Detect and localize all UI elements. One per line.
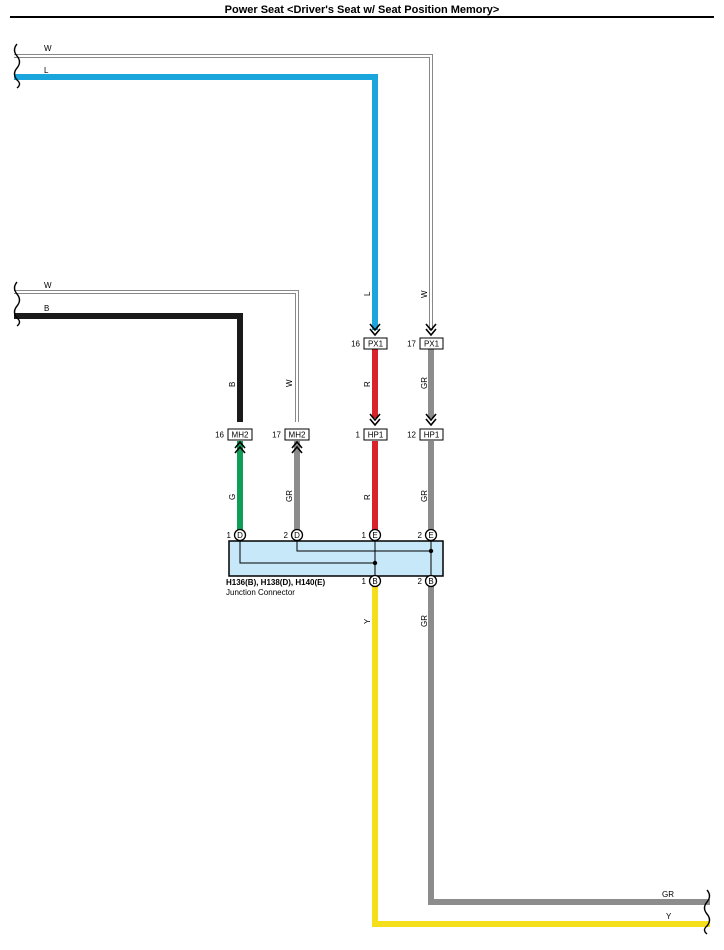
connector-name: PX1 xyxy=(424,340,440,349)
page-title: Power Seat <Driver's Seat w/ Seat Positi… xyxy=(224,4,500,16)
terminal-letter: D xyxy=(237,531,243,540)
label-top-l: L xyxy=(44,66,49,75)
wire-top-w xyxy=(14,54,433,330)
terminal-pin: 2 xyxy=(418,531,423,540)
junction-dot-2 xyxy=(428,548,434,554)
wire-top-l xyxy=(14,74,378,330)
arrow-marks-mh2 xyxy=(234,440,303,454)
label-bottom-y: Y xyxy=(666,912,672,921)
title-rule xyxy=(10,16,714,18)
arrow-px1-17b xyxy=(425,328,437,337)
terminal-pin: 2 xyxy=(284,531,289,540)
terminal-letter: E xyxy=(428,531,433,540)
terminal-2-d: D 2 xyxy=(284,528,304,542)
label-mh2-16-above: B xyxy=(228,382,237,387)
terminal-pin: 1 xyxy=(227,531,232,540)
connector-px1-17: PX1 17 xyxy=(407,337,444,350)
label-l-vertical: L xyxy=(363,291,372,296)
junction-dot-1 xyxy=(372,560,378,566)
arrow-px1-17 xyxy=(425,323,437,332)
label-top-w: W xyxy=(44,44,52,53)
terminal-1-b: B 1 xyxy=(362,574,382,588)
junction-bus-1 xyxy=(239,541,375,564)
junction-subtitle: Junction Connector xyxy=(226,588,295,597)
connector-name: MH2 xyxy=(289,431,306,440)
connector-name: PX1 xyxy=(368,340,384,349)
connector-hp1-12: HP1 12 xyxy=(407,428,444,441)
wire-mid-b xyxy=(14,313,243,422)
pin-number: 16 xyxy=(351,340,360,349)
label-mid-w: W xyxy=(44,281,52,290)
arrow-px1-16 xyxy=(369,323,381,332)
terminal-letter: D xyxy=(294,531,300,540)
junction-bus-2 xyxy=(296,541,432,576)
arrow-hp1-12 xyxy=(425,413,437,422)
pin-number: 12 xyxy=(407,431,416,440)
terminal-1-d: D 1 xyxy=(227,528,247,542)
arrow-mh2-17 xyxy=(291,440,303,449)
arrow-mh2-16 xyxy=(234,440,246,449)
terminal-2-b: B 2 xyxy=(418,574,438,588)
arrow-mh2-17b xyxy=(291,445,303,454)
label-b1-below: Y xyxy=(363,618,372,624)
pin-number: 16 xyxy=(215,431,224,440)
terminal-pin: 1 xyxy=(362,577,367,586)
connector-name: HP1 xyxy=(424,431,440,440)
junction-connector xyxy=(228,540,444,577)
label-px1-16-below: R xyxy=(363,381,372,387)
label-hp1-1-below: R xyxy=(363,494,372,500)
label-b2-below: GR xyxy=(420,615,429,627)
wire-break-bottom xyxy=(703,889,711,935)
label-mh2-16-below: G xyxy=(228,494,237,500)
terminal-1-e: E 1 xyxy=(362,528,382,542)
terminal-2-e: E 2 xyxy=(418,528,438,542)
terminal-pin: 2 xyxy=(418,577,423,586)
connector-name: MH2 xyxy=(232,431,249,440)
arrow-marks xyxy=(369,323,437,427)
arrow-hp1-1 xyxy=(369,413,381,422)
terminal-pin: 1 xyxy=(362,531,367,540)
pin-number: 17 xyxy=(407,340,416,349)
pin-number: 1 xyxy=(356,431,361,440)
terminal-letter: E xyxy=(372,531,377,540)
label-mh2-17-below: GR xyxy=(285,490,294,502)
label-mh2-17-above: W xyxy=(285,379,294,387)
label-px1-17-below: GR xyxy=(420,377,429,389)
connector-mh2-16: MH2 16 xyxy=(215,428,253,441)
pin-number: 17 xyxy=(272,431,281,440)
connector-name: HP1 xyxy=(368,431,384,440)
label-bottom-gr: GR xyxy=(662,890,674,899)
connector-px1-16: PX1 16 xyxy=(351,337,388,350)
wire-gr-bottom xyxy=(428,586,710,905)
arrow-mh2-16b xyxy=(234,445,246,454)
junction-title: H136(B), H138(D), H140(E) xyxy=(226,578,325,587)
wire-mid-w xyxy=(14,290,299,422)
arrow-hp1-1b xyxy=(369,418,381,427)
wire-break-mid xyxy=(13,281,21,327)
wire-break-top xyxy=(13,43,21,89)
arrow-hp1-12b xyxy=(425,418,437,427)
terminal-letter: B xyxy=(428,577,433,586)
terminal-letter: B xyxy=(372,577,377,586)
arrow-px1-16b xyxy=(369,328,381,337)
connector-mh2-17: MH2 17 xyxy=(272,428,310,441)
label-hp1-12-below: GR xyxy=(420,490,429,502)
wire-y-bottom xyxy=(372,586,710,927)
connector-hp1-1: HP1 1 xyxy=(356,428,388,441)
label-w-vertical: W xyxy=(420,290,429,298)
label-mid-b: B xyxy=(44,304,49,313)
